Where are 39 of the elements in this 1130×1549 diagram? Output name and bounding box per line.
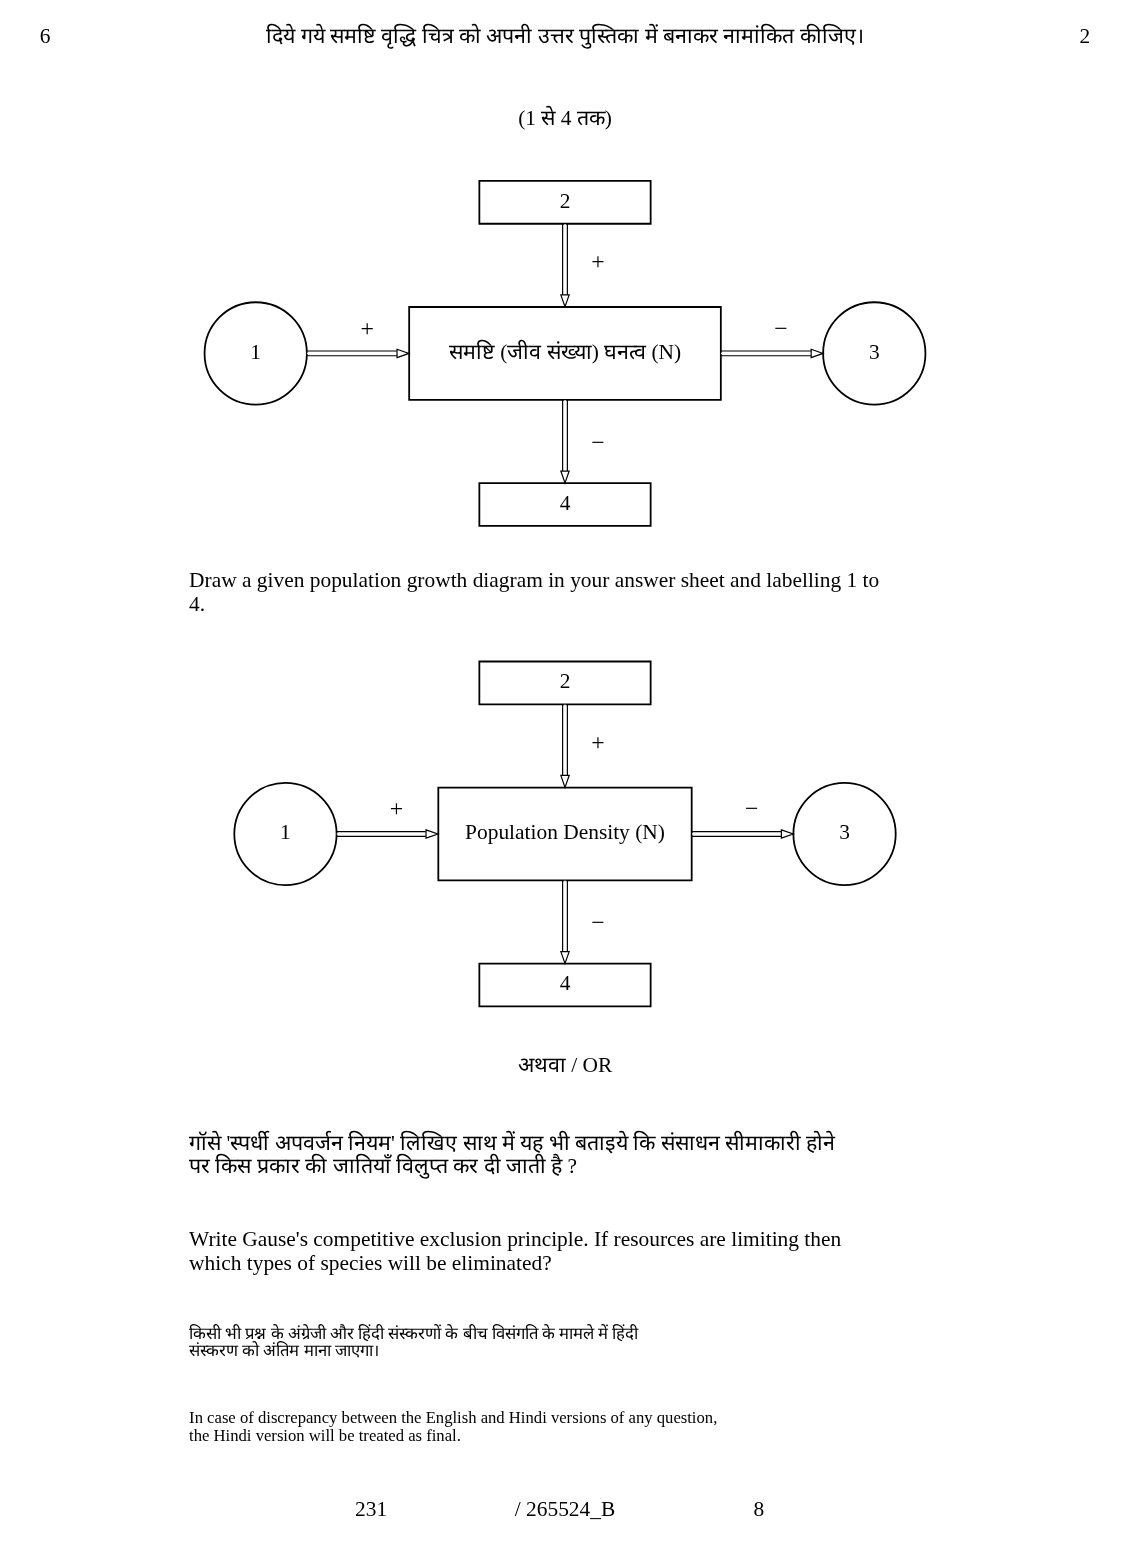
- arrow: [560, 399, 570, 485]
- label: किसी भी प्रश्न के अंग्रेजी और हिंदी संस्करणों के बीच विसंगति के मामले में हिंदी संस्करण को अंतिम माना जाएगा।: [189, 1323, 639, 1361]
- edge-label: +: [360, 314, 374, 341]
- arrow: [691, 828, 796, 839]
- node-box: समष्टि (जीव संख्या) घनत्व (N): [408, 306, 722, 401]
- label: अथवा / OR: [517, 1053, 613, 1078]
- label: Draw a given population growth diagram in your answer sheet and labelling 1 to 4.: [189, 568, 880, 616]
- label: 231: [355, 1497, 388, 1522]
- node-circle: 1: [233, 781, 338, 886]
- label: In case of discrepancy between the English and Hindi versions of any question, the Hindi version will be treated as final.: [189, 1408, 718, 1445]
- label: 2: [1079, 24, 1091, 49]
- edge-label: −: [774, 314, 788, 341]
- arrow: [560, 880, 570, 966]
- edge-label: −: [591, 428, 605, 455]
- edge-label: −: [744, 795, 759, 822]
- label: गॉसे 'स्पर्धी अपवर्जन नियम' लिखिए साथ में यह भी बताइये कि संसाधन सीमाकारी होने पर किस प्रकार की जातियाँ विलुप्त कर दी जाती है ?: [189, 1130, 836, 1179]
- arrow: [720, 348, 825, 359]
- label: 8: [753, 1497, 765, 1522]
- node-box: Population Density (N): [437, 786, 693, 882]
- node-box: 2: [478, 660, 652, 706]
- label: Write Gause's competitive exclusion principle. If resources are limiting then which types of species will be eliminated?: [189, 1227, 842, 1275]
- edge-label: +: [591, 728, 605, 755]
- arrow: [306, 348, 411, 359]
- edge-label: +: [389, 795, 404, 822]
- label: दिये गये समष्टि वृद्धि चित्र को अपनी उत्तर पुस्तिका में बनाकर नामांकित कीजिए।: [266, 24, 864, 49]
- arrow: [336, 828, 440, 839]
- node-circle: 3: [822, 301, 927, 406]
- label: 6: [39, 24, 51, 49]
- arrow: [560, 223, 570, 309]
- node-box: 2: [478, 180, 652, 225]
- node-circle: 3: [792, 781, 897, 886]
- label: (1 से 4 तक): [518, 106, 612, 131]
- node-box: 4: [478, 962, 652, 1008]
- arrow: [560, 703, 570, 790]
- node-circle: 1: [203, 301, 308, 406]
- edge-label: −: [591, 909, 605, 936]
- label: / 265524_B: [514, 1497, 616, 1522]
- edge-label: +: [591, 247, 605, 274]
- node-box: 4: [478, 482, 652, 527]
